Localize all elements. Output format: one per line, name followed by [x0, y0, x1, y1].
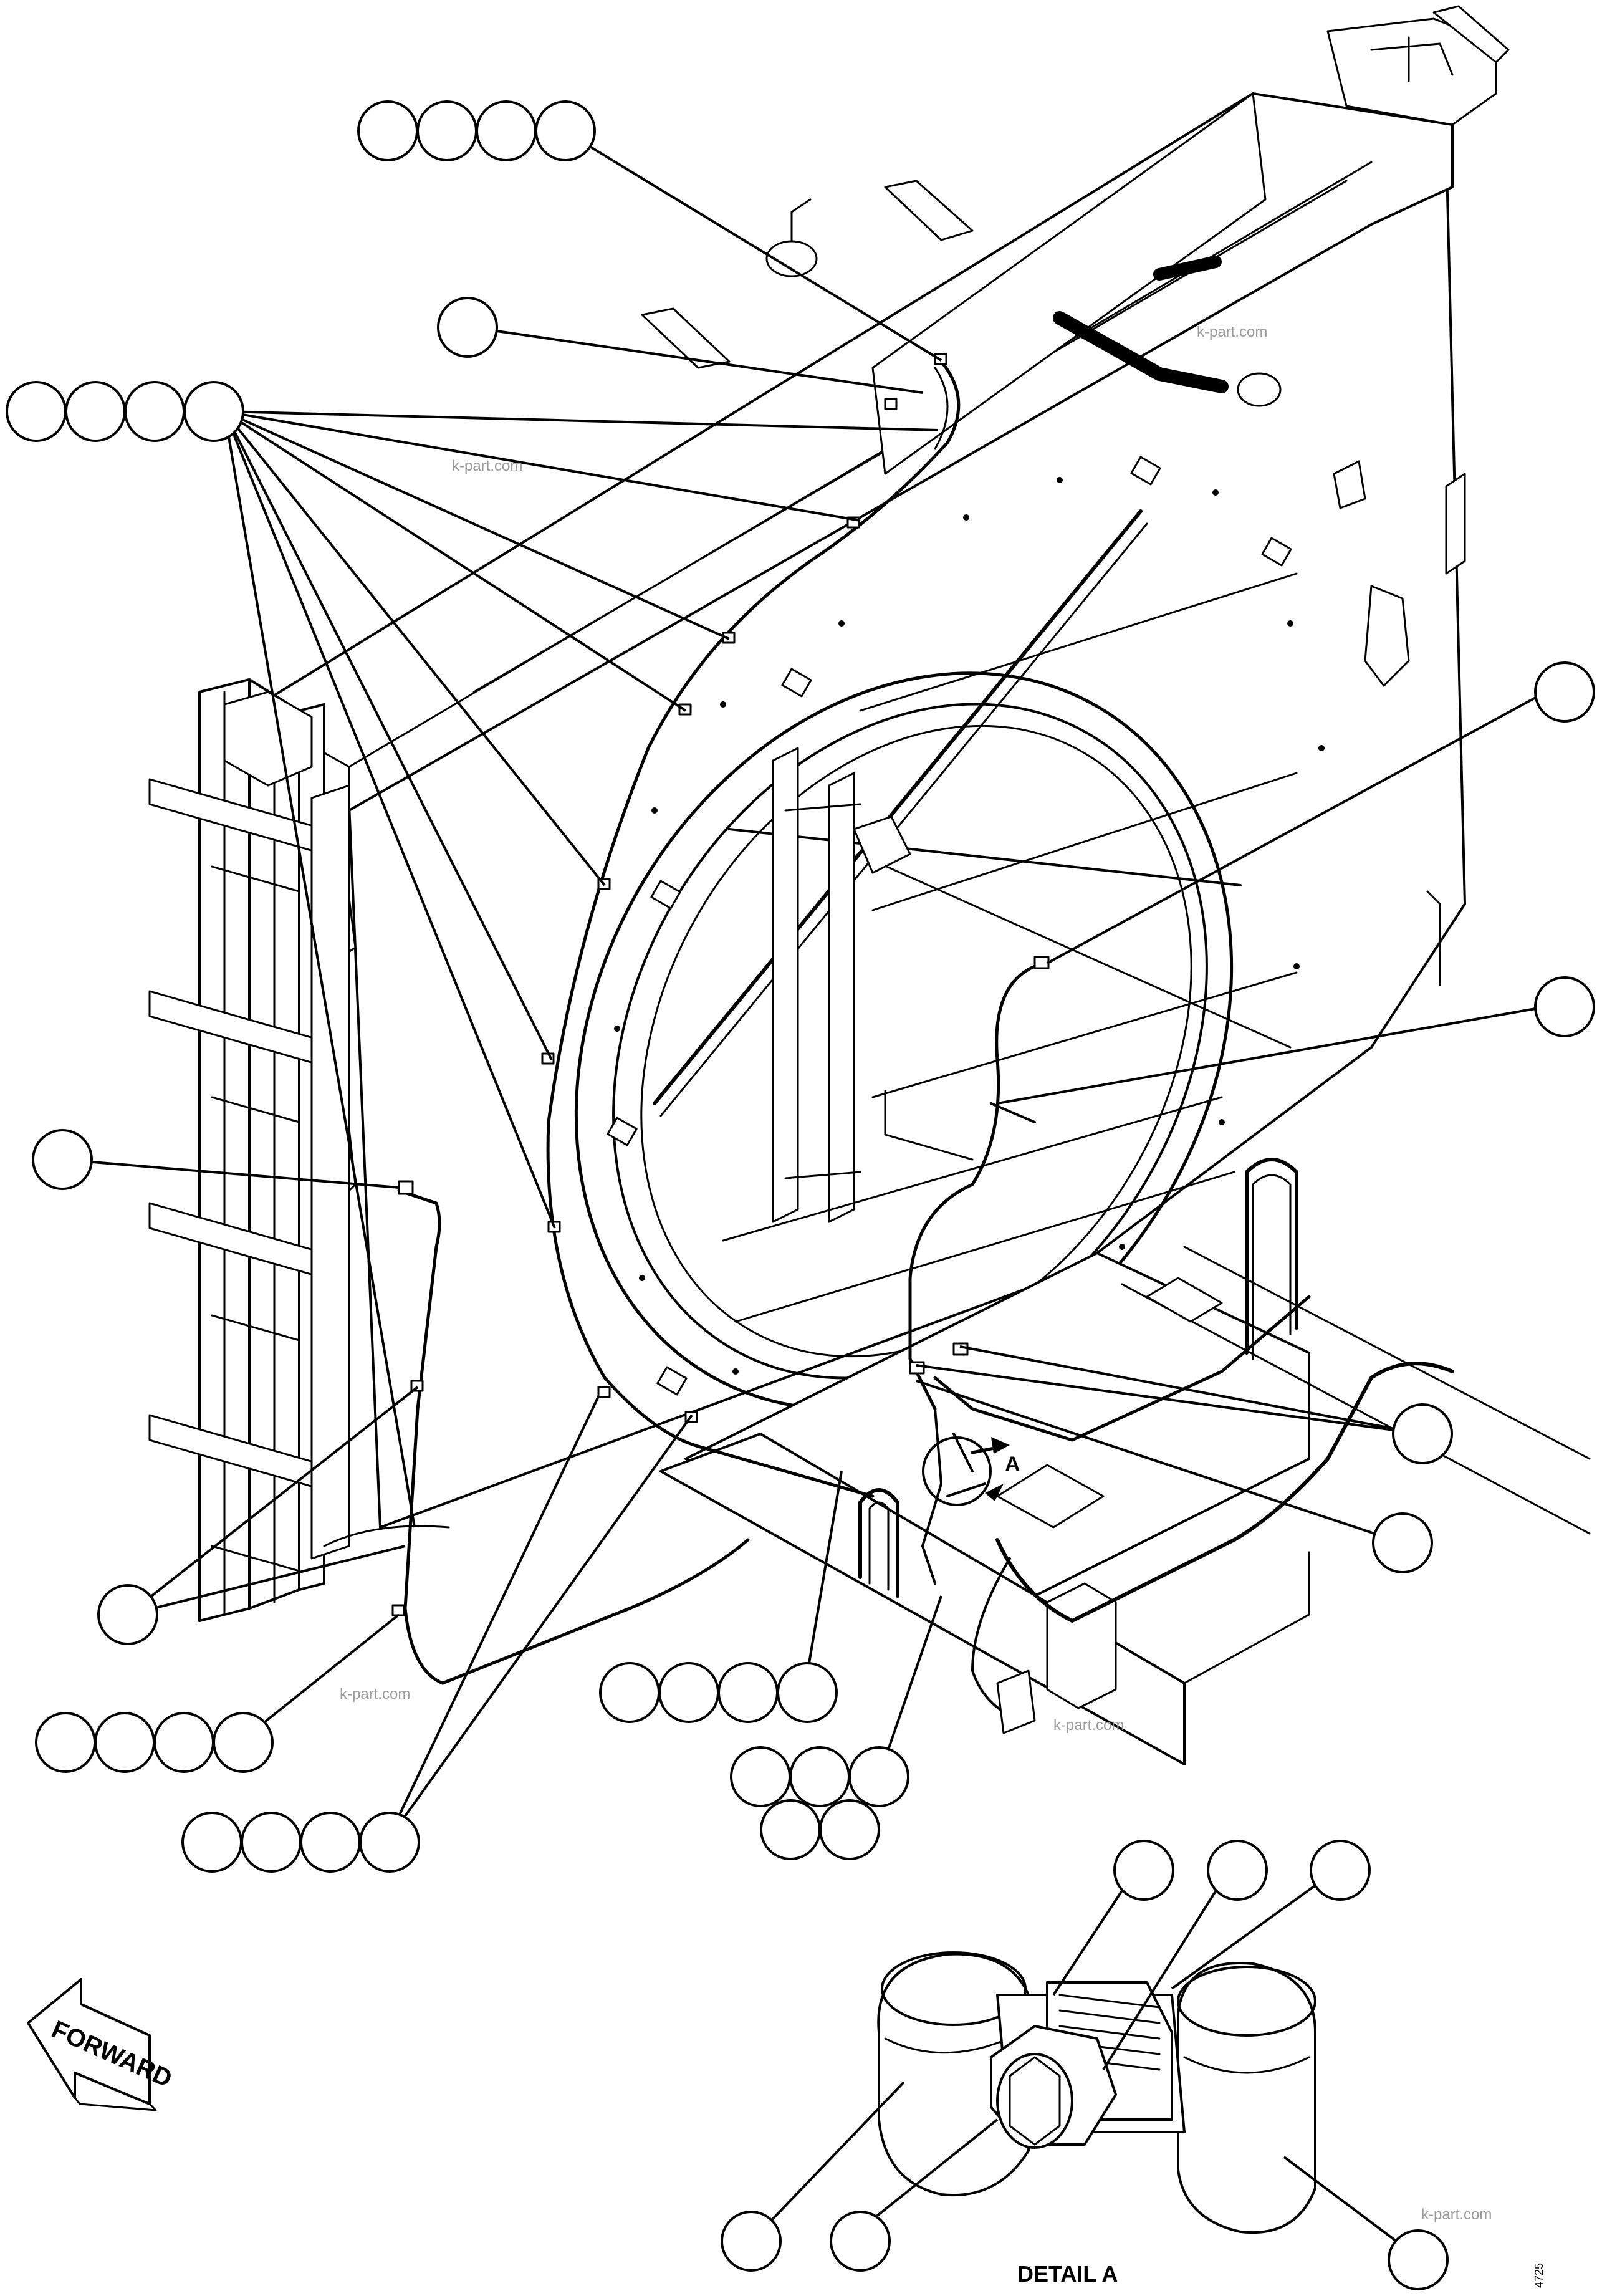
detail-letter: A: [1005, 1453, 1020, 1476]
radiator-assembly: [148, 5, 1591, 1765]
drawing-number: 4725: [1533, 2263, 1545, 2288]
detail-a: [721, 1840, 1449, 2290]
callout-bubbles: [6, 100, 1595, 1873]
callout-single-right-upper: [1534, 661, 1595, 723]
callout-single-left-mid: [32, 1129, 93, 1190]
detail-title: DETAIL A: [1017, 2261, 1118, 2287]
forward-arrow: FORWARD: [27, 1978, 176, 2111]
wiring-harness: [391, 353, 1311, 1685]
watermark-1: k-part.com: [1197, 324, 1267, 340]
callout-single-right-bottom: [1372, 1512, 1433, 1573]
callout-single-left-lower: [97, 1584, 158, 1645]
callout-group-bottom-left: [181, 1812, 420, 1873]
callout-leaders: [62, 130, 1547, 1843]
callout-group-center-bottom: [599, 1662, 838, 1723]
watermark-4: k-part.com: [1053, 1717, 1124, 1734]
callout-single-right-lower: [1392, 1403, 1453, 1464]
callout-group-left-bottom: [35, 1712, 274, 1773]
callout-group-stack-bottom: [730, 1746, 909, 1860]
callout-group-left-upper: [6, 381, 244, 442]
watermark-2: k-part.com: [452, 458, 522, 474]
callout-single-top: [437, 297, 498, 358]
watermark-3: k-part.com: [340, 1686, 410, 1703]
callout-group-top: [357, 100, 596, 161]
watermark-5: k-part.com: [1421, 2206, 1492, 2223]
callout-single-right-mid: [1534, 976, 1595, 1037]
